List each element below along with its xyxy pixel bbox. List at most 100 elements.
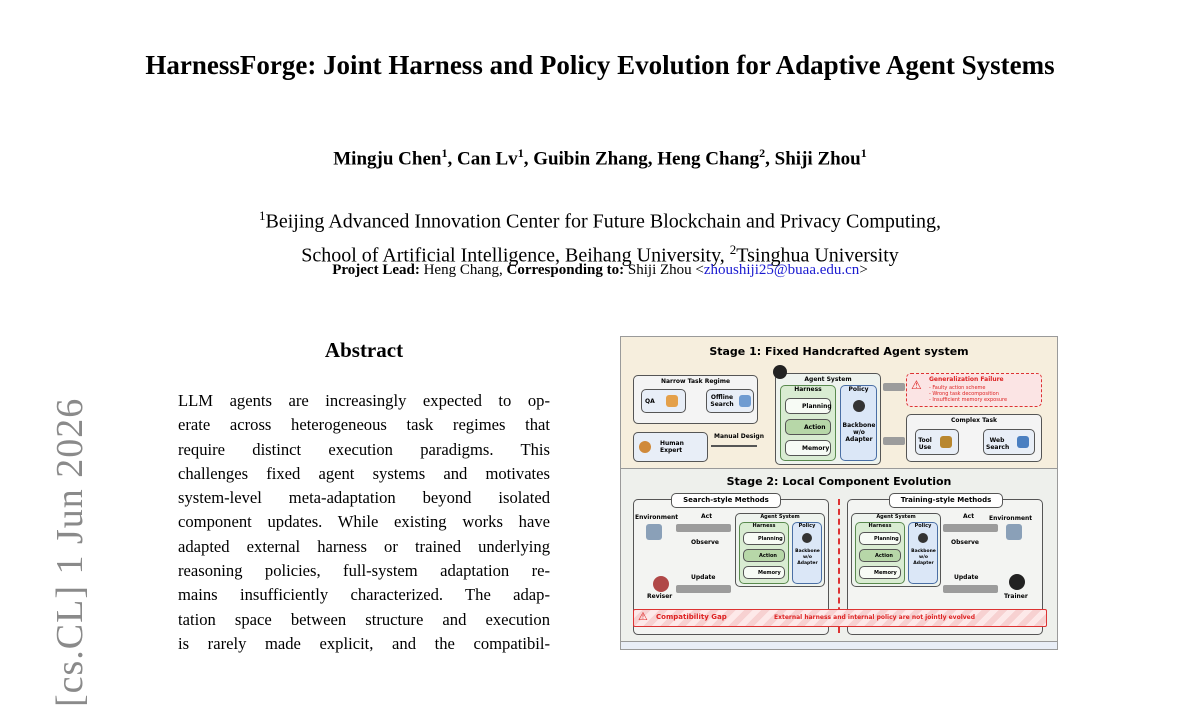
compatibility-gap-bar: ⚠ Compatibility Gap External harness and… — [633, 609, 1047, 627]
abstract-line: is rarely made explicit, and the compati… — [178, 633, 550, 653]
stage1-panel: Stage 1: Fixed Handcrafted Agent system … — [621, 337, 1057, 469]
affil-sup: 2 — [729, 241, 737, 257]
planning-label: Planning — [802, 403, 832, 410]
abstract-line: component updates. While existing works … — [178, 512, 550, 532]
backbone-label: Backbone w/o Adapter — [795, 549, 820, 566]
search-methods-tag: Search-style Methods — [671, 493, 781, 508]
agent-system-label: Agent System — [760, 514, 800, 520]
affiliations: 1Beijing Advanced Innovation Center for … — [100, 202, 1100, 269]
arxiv-stamp: [cs.CL] 1 Jun 2026 — [49, 397, 91, 707]
corr-label: Corresponding to: — [506, 262, 625, 278]
gen-failure-list: - Faulty action scheme - Wrong task deco… — [929, 385, 1007, 403]
paper-title: HarnessForge: Joint Harness and Policy E… — [145, 50, 1055, 80]
gen-failure-item: - Faulty action scheme — [929, 385, 986, 391]
email-link[interactable]: zhoushiji25@buaa.edu.cn — [703, 262, 860, 278]
planning-label: Planning — [874, 536, 899, 542]
complex-task-box: Complex Task Tool Use Web Search — [906, 414, 1042, 462]
openai-icon — [853, 400, 865, 412]
agent-system-box-search: Agent System Harness Planning Action Mem… — [735, 513, 825, 587]
openai-icon — [802, 533, 812, 543]
policy-label: Policy — [798, 523, 816, 529]
web-search-box: Web Search — [983, 429, 1035, 455]
web-search-label: Web Search — [986, 437, 1010, 451]
email-close: > — [859, 262, 868, 278]
human-expert-label: Human Expert — [660, 440, 684, 454]
author-list: Mingju Chen1, Can Lv1, Guibin Zhang, Hen… — [333, 146, 867, 170]
author-affil-sup: 1 — [860, 146, 867, 160]
action-box: Action — [785, 419, 831, 435]
author-name: Mingju Chen — [333, 148, 442, 170]
offline-search-label: Offline Search — [710, 394, 734, 408]
agent-system-box: Agent System Harness Planning Action Mem… — [775, 373, 881, 465]
environment-label: Environment — [635, 514, 679, 521]
tool-use-label: Tool Use — [918, 437, 932, 451]
memory-box: Memory — [859, 566, 901, 579]
manual-design-arrow — [711, 445, 757, 447]
lead-label: Project Lead: — [332, 262, 420, 278]
abstract-line: challenges fixed agent systems and motiv… — [178, 463, 550, 483]
abstract-line: tation space between structure and execu… — [178, 609, 550, 629]
gen-failure-item: - Wrong task decomposition — [929, 391, 999, 397]
affiliation-1: Beijing Advanced Innovation Center for F… — [265, 210, 941, 233]
backbone-label: Backbone w/o Adapter — [842, 422, 876, 443]
policy-box: Policy Backbone w/o Adapter — [840, 385, 877, 461]
affiliation-2a: School of Artificial Intelligence, Beiha… — [301, 244, 730, 267]
policy-label: Policy — [914, 523, 932, 529]
abstract-line: adapted external harness or trained unde… — [178, 536, 550, 556]
stage2-title: Stage 2: Local Component Evolution — [726, 475, 952, 488]
abstract-line: system-level meta-adaptation beyond isol… — [178, 488, 550, 508]
generalization-failure-box: ⚠ Generalization Failure - Faulty action… — [906, 373, 1042, 407]
planning-box: Planning — [785, 398, 832, 414]
offline-search-box: Offline Search — [706, 389, 754, 413]
warning-icon: ⚠ — [638, 610, 648, 623]
policy-box: Policy Backbone w/o Adapter — [792, 522, 822, 584]
observe-label: Observe — [951, 539, 979, 546]
search-icon — [739, 395, 751, 407]
author-name: Shiji Zhou — [774, 148, 861, 170]
complex-task-label: Complex Task — [950, 417, 998, 424]
memory-box: Memory — [743, 566, 785, 579]
agent-system-label: Agent System — [804, 376, 852, 383]
stage2-panel: Stage 2: Local Component Evolution Searc… — [621, 469, 1057, 642]
author-affil-sup: 1 — [517, 146, 524, 160]
contact-line: Project Lead: Heng Chang, Corresponding … — [0, 262, 1200, 279]
environment-icon — [646, 524, 662, 540]
memory-label: Memory — [874, 570, 897, 576]
warning-icon: ⚠ — [911, 378, 922, 392]
corr-name: Shiji Zhou < — [627, 262, 704, 278]
author-name: Guibin Zhang — [533, 148, 648, 170]
agent-system-label: Agent System — [876, 514, 916, 520]
gen-failure-item: - Insufficient memory exposure — [929, 397, 1008, 403]
abstract-line: LLM agents are increasingly expected to … — [178, 391, 550, 410]
action-label: Action — [804, 424, 826, 431]
tool-use-box: Tool Use — [915, 429, 959, 455]
abstract-heading: Abstract — [324, 338, 404, 362]
openai-icon — [918, 533, 928, 543]
qa-icon — [666, 395, 678, 407]
author-affil-sup: 2 — [759, 146, 766, 160]
settings-icon — [773, 365, 787, 379]
policy-label: Policy — [848, 386, 869, 393]
stage3-panel — [621, 642, 1057, 649]
trainer-icon — [1009, 574, 1025, 590]
training-methods-tag: Training-style Methods — [889, 493, 1003, 508]
author-name: Heng Chang — [657, 148, 760, 170]
narrow-task-box: Narrow Task Regime QA Offline Search — [633, 375, 758, 424]
update-label: Update — [954, 574, 979, 581]
harness-box: Harness Planning Action Memory — [855, 522, 905, 584]
act-arrow — [943, 524, 998, 532]
affiliation-2b: Tsinghua University — [736, 244, 899, 267]
tool-icon — [940, 436, 952, 448]
act-arrow — [676, 524, 731, 532]
trainer-label: Trainer — [1004, 593, 1028, 600]
action-box: Action — [743, 549, 785, 562]
environment-label: Environment — [989, 515, 1033, 522]
abstract-line: require distinct execution paradigms. Th… — [178, 439, 550, 459]
compat-gap-text: External harness and internal policy are… — [774, 614, 976, 621]
training-methods-label: Training-style Methods — [900, 496, 992, 504]
manual-design-label: Manual Design — [714, 433, 765, 440]
harness-box: Harness Planning Action Memory — [739, 522, 789, 584]
memory-label: Memory — [802, 445, 830, 452]
policy-box: Policy Backbone w/o Adapter — [908, 522, 938, 584]
stage1-title: Stage 1: Fixed Handcrafted Agent system — [709, 345, 969, 358]
